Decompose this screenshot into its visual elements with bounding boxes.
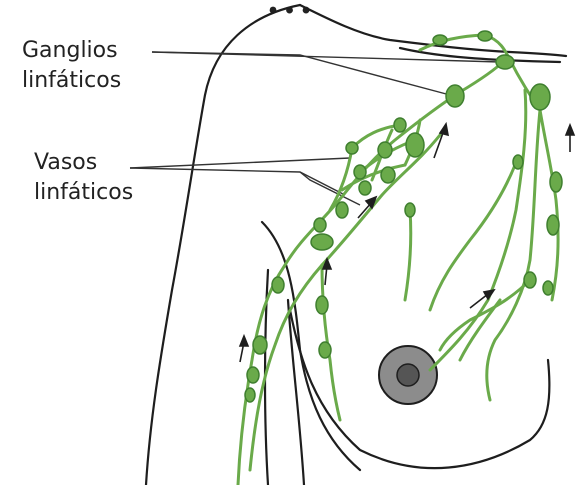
lymph-vessels [238,35,558,485]
vessel-network-2 [352,125,400,148]
vessel-lateral-3 [487,110,540,400]
node [354,165,366,179]
breast-contour [262,222,360,470]
node [405,203,415,217]
vessel-axillary-main [238,60,505,485]
leader-vessels-1 [130,158,350,168]
node [394,118,406,132]
node [530,84,550,110]
node [319,342,331,358]
node [547,215,559,235]
node [433,35,447,45]
node [253,336,267,354]
body-outline [146,5,566,485]
vessel-network-1 [330,148,352,210]
node [272,277,284,293]
nipple [379,346,437,404]
node [550,172,562,192]
node [311,234,333,250]
node [316,296,328,314]
shoulder-contour [300,5,566,56]
node [314,218,326,232]
node [496,55,514,69]
leader-nodes-2 [152,52,450,95]
arrow-up-icon [240,336,248,362]
vessel-inner-1 [440,280,530,350]
node [406,133,424,157]
node [245,388,255,402]
node [524,272,536,288]
node [247,367,259,383]
node [359,181,371,195]
node [543,281,553,295]
vessel-medial-2 [405,210,411,300]
vessel-axillary-2 [250,135,440,470]
node [381,167,395,183]
node [378,142,392,158]
node [346,142,358,154]
arrow-up-icon [470,290,494,308]
node [336,202,348,218]
vessel-lateral-1 [540,110,558,300]
arrow-up-icon [566,125,574,152]
node [478,31,492,41]
node [446,85,464,107]
arm-inner-line-2 [288,300,304,485]
node [513,155,523,169]
vessel-medial-1 [430,165,515,310]
